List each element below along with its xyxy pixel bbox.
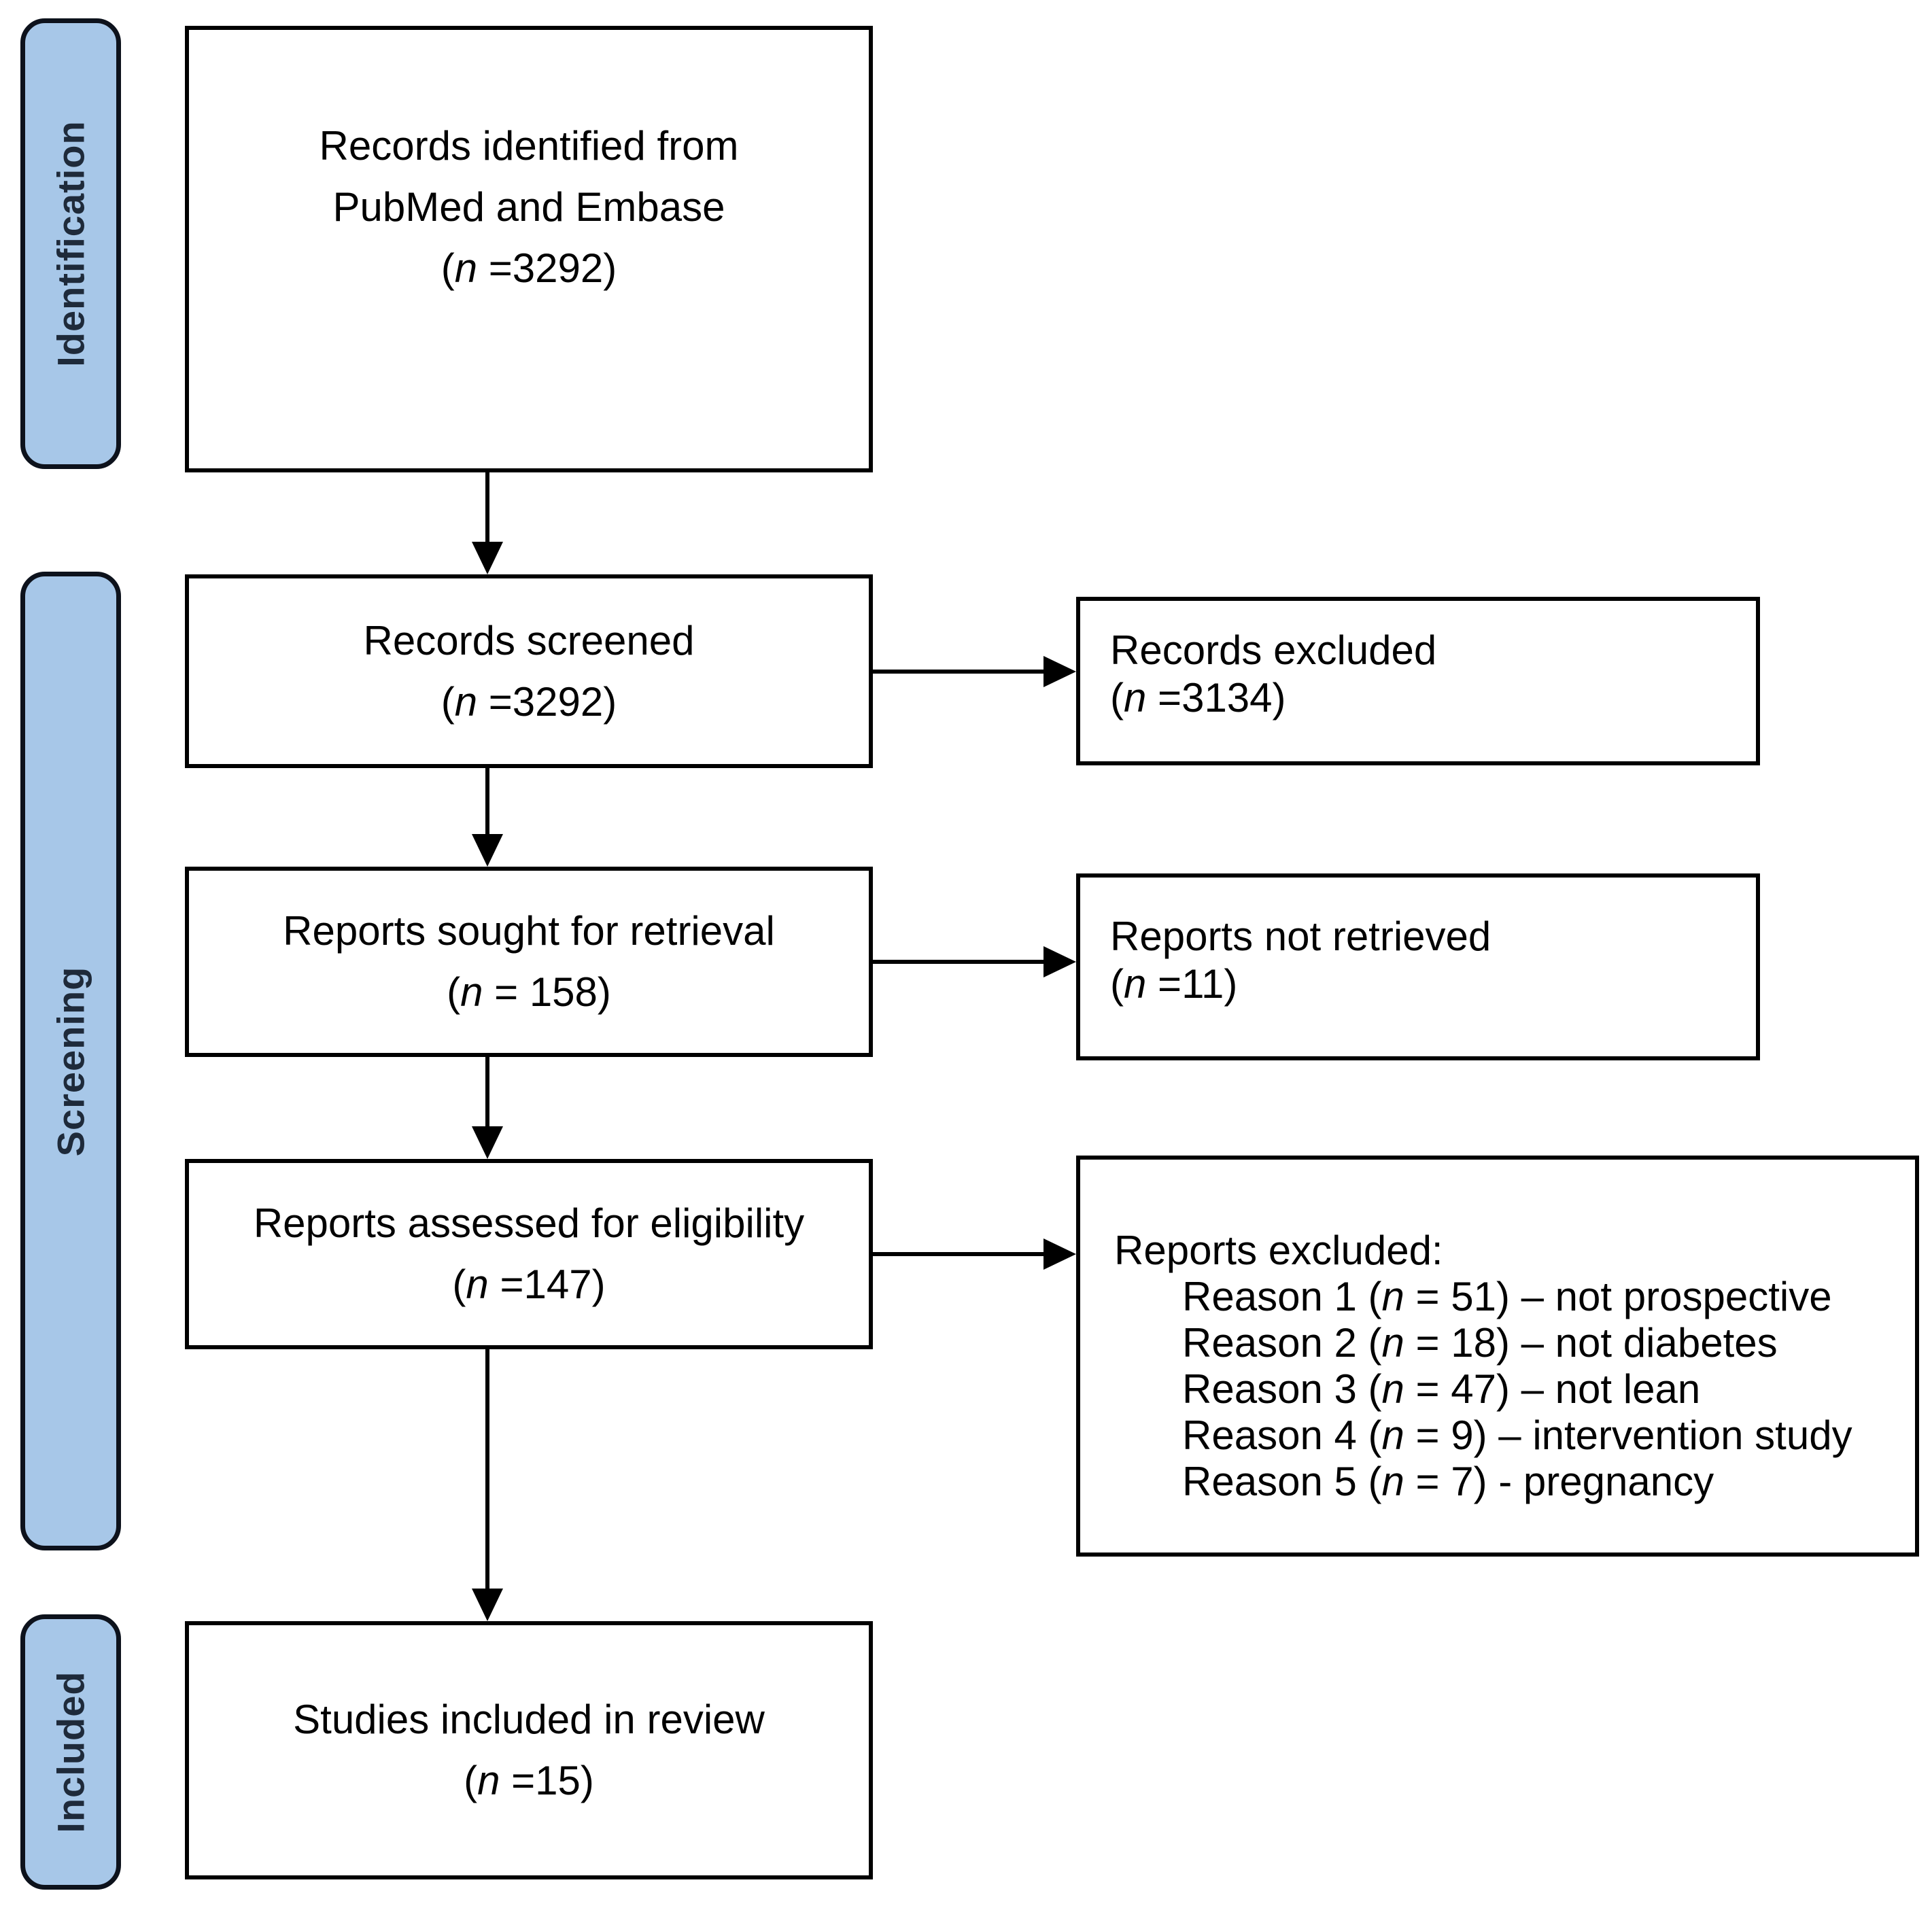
- arrowhead-right-icon: [1043, 656, 1076, 687]
- count-line: (n =3134): [1110, 674, 1756, 722]
- n-symbol: n: [1381, 1320, 1404, 1366]
- stage-included: Included: [20, 1614, 121, 1890]
- reason-line: Reason 4 (n = 9) – intervention study: [1182, 1412, 1901, 1459]
- arrowhead-down-icon: [472, 834, 503, 867]
- reason-suffix: = 9) – intervention study: [1404, 1412, 1852, 1458]
- count-line: (n =147): [452, 1254, 605, 1315]
- reason-suffix: = 51) – not prospective: [1404, 1274, 1832, 1319]
- count-line: (n =3292): [441, 238, 617, 299]
- arrow-line-sought-to-assessed: [485, 1057, 489, 1126]
- stage-label: Identification: [49, 120, 92, 367]
- stage-label: Screening: [49, 966, 92, 1156]
- box-text-line: Reports sought for retrieval: [283, 908, 775, 954]
- count-suffix: =3292): [477, 245, 617, 291]
- arrowhead-right-icon: [1043, 946, 1076, 977]
- box-text-line: Records excluded: [1110, 627, 1437, 673]
- arrow-line-screened-to-sought: [485, 768, 489, 834]
- count-line: (n =11): [1110, 960, 1756, 1008]
- arrow-line-assessed-to-included: [485, 1349, 489, 1589]
- box-text-line: Records screened: [363, 617, 695, 663]
- reason-prefix: Reason 3 (: [1182, 1366, 1382, 1412]
- arrow-line-identified-to-screened: [485, 472, 489, 542]
- n-symbol: n: [1381, 1412, 1404, 1458]
- count-suffix: = 158): [483, 969, 611, 1015]
- reason-prefix: Reason 2 (: [1182, 1320, 1382, 1366]
- n-symbol: n: [1381, 1366, 1404, 1412]
- arrowhead-down-icon: [472, 1126, 503, 1159]
- reason-suffix: = 18) – not diabetes: [1404, 1320, 1778, 1366]
- count-prefix: (: [1110, 960, 1124, 1007]
- n-symbol: n: [466, 1262, 489, 1307]
- box-text-line: Reports assessed for eligibility: [253, 1200, 805, 1246]
- reason-line: Reason 5 (n = 7) - pregnancy: [1182, 1459, 1901, 1505]
- box-text-line: Studies included in review: [293, 1697, 765, 1742]
- reason-prefix: Reason 1 (: [1182, 1274, 1382, 1319]
- arrowhead-down-icon: [472, 542, 503, 574]
- box-text-line: Reports not retrieved: [1110, 913, 1491, 959]
- reason-line: Reason 2 (n = 18) – not diabetes: [1182, 1320, 1901, 1366]
- arrow-line-assessed-to-reasons: [872, 1252, 1043, 1256]
- n-symbol: n: [477, 1758, 500, 1803]
- box-text-line: Records identified from: [319, 123, 739, 169]
- n-symbol: n: [454, 245, 478, 291]
- n-symbol: n: [1381, 1274, 1404, 1319]
- n-symbol: n: [1123, 675, 1147, 721]
- box-text-line: PubMed and Embase: [332, 184, 725, 230]
- count-suffix: =3134): [1146, 675, 1286, 721]
- count-prefix: (: [441, 245, 455, 291]
- arrow-line-screened-to-excluded: [872, 670, 1043, 674]
- box-reports-excluded-reasons: Reports excluded: Reason 1 (n = 51) – no…: [1076, 1156, 1919, 1557]
- stage-screening: Screening: [20, 572, 121, 1550]
- box-records-excluded: Records excluded (n =3134): [1076, 597, 1760, 765]
- n-symbol: n: [1123, 960, 1147, 1007]
- count-line: (n =15): [464, 1750, 594, 1811]
- box-studies-included: Studies included in review (n =15): [185, 1621, 873, 1879]
- reason-suffix: = 7) - pregnancy: [1404, 1459, 1714, 1504]
- reason-prefix: Reason 4 (: [1182, 1412, 1382, 1458]
- box-reports-sought: Reports sought for retrieval (n = 158): [185, 867, 873, 1057]
- count-line: (n =3292): [441, 672, 617, 733]
- count-prefix: (: [441, 678, 455, 725]
- box-reports-not-retrieved: Reports not retrieved (n =11): [1076, 873, 1760, 1060]
- n-symbol: n: [1381, 1459, 1404, 1504]
- arrowhead-down-icon: [472, 1589, 503, 1621]
- box-records-identified: Records identified from PubMed and Embas…: [185, 26, 873, 472]
- reason-suffix: = 47) – not lean: [1404, 1366, 1701, 1412]
- count-prefix: (: [1110, 675, 1124, 721]
- count-prefix: (: [464, 1758, 478, 1803]
- reason-line: Reason 1 (n = 51) – not prospective: [1182, 1274, 1901, 1320]
- count-prefix: (: [452, 1262, 466, 1307]
- reason-prefix: Reason 5 (: [1182, 1459, 1382, 1504]
- reasons-heading: Reports excluded:: [1114, 1228, 1443, 1273]
- count-suffix: =15): [500, 1758, 594, 1803]
- arrowhead-right-icon: [1043, 1238, 1076, 1270]
- n-symbol: n: [460, 969, 483, 1015]
- count-suffix: =11): [1146, 960, 1238, 1007]
- box-records-screened: Records screened (n =3292): [185, 574, 873, 768]
- n-symbol: n: [454, 678, 478, 725]
- count-prefix: (: [447, 969, 461, 1015]
- reason-line: Reason 3 (n = 47) – not lean: [1182, 1366, 1901, 1412]
- count-line: (n = 158): [447, 962, 611, 1023]
- stage-label: Included: [49, 1671, 92, 1833]
- box-reports-assessed: Reports assessed for eligibility (n =147…: [185, 1159, 873, 1349]
- arrow-line-sought-to-not-retrieved: [872, 960, 1043, 964]
- stage-identification: Identification: [20, 18, 121, 469]
- count-suffix: =147): [488, 1262, 606, 1307]
- count-suffix: =3292): [477, 678, 617, 725]
